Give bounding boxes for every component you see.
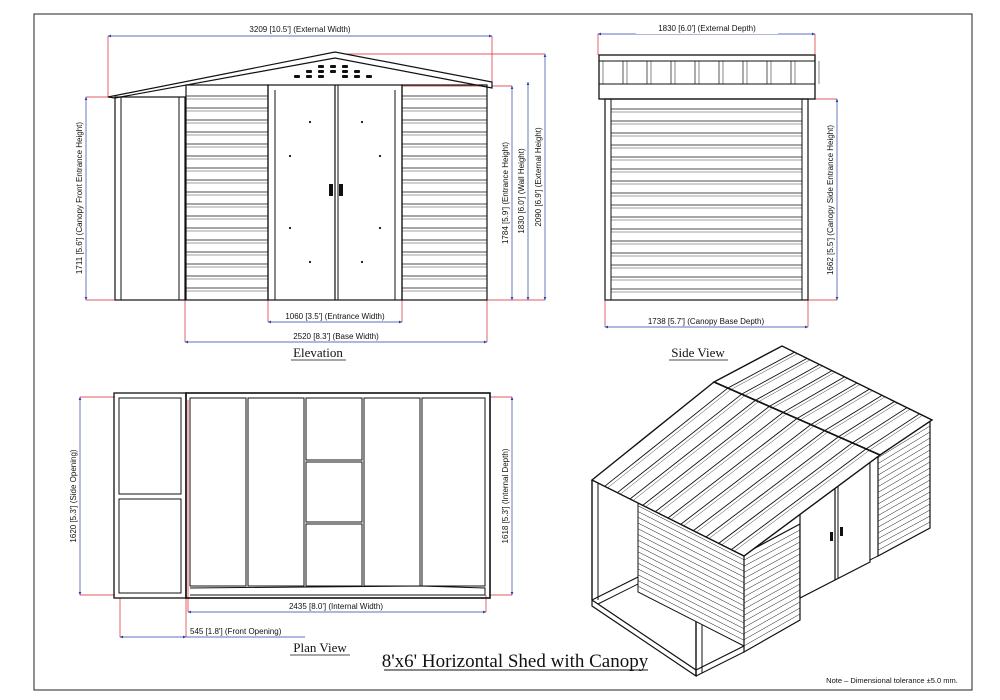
tolerance-note: Note – Dimensional tolerance ±5.0 mm.: [826, 676, 958, 685]
elevation-view: 3209 [10.5'] (External Width) 1060 [3.5'…: [75, 24, 547, 361]
iso-door-handle-icon: [830, 527, 843, 541]
entrance-width-dimension: 1060 [3.5'] (Entrance Width): [285, 312, 385, 321]
entrance-height-dimension: 1784 [5.9'] (Entrance Height): [501, 142, 510, 244]
side-opening-dimension: 1620 [5.3'] (Side Opening): [69, 449, 78, 542]
base-width-dimension: 2520 [8.3'] (Base Width): [293, 332, 379, 341]
external-width-dimension: 3209 [10.5'] (External Width): [249, 25, 350, 34]
external-height-dimension: 2090 [6.9'] (External Height): [534, 127, 543, 227]
wall-height-dimension: 1830 [6.0'] (Wall Height): [517, 148, 526, 234]
elevation-title: Elevation: [293, 345, 343, 360]
canopy-base-depth-dimension: 1738 [5.7'] (Canopy Base Depth): [648, 317, 765, 326]
plan-view-title: Plan View: [293, 640, 347, 655]
roof-vent-icon: [294, 65, 372, 78]
internal-width-dimension: 2435 [8.0'] (Internal Width): [289, 602, 383, 611]
side-view-title: Side View: [671, 345, 725, 360]
canopy-side-height-dimension: 1662 [5.5'] (Canopy Side Entrance Height…: [826, 125, 835, 275]
side-view: 1830 [6.0'] (External Depth) 1738 [5.7']…: [597, 23, 839, 361]
sheet-border: [33, 13, 973, 691]
isometric-view: [590, 345, 934, 678]
door-handle-icon: [329, 184, 343, 196]
internal-depth-dimension: 1618 [5.3'] (Internal Depth): [501, 448, 510, 543]
plan-view: 1620 [5.3'] (Side Opening) 1618 [5.3'] (…: [69, 392, 514, 656]
main-title: 8'x6' Horizontal Shed with Canopy: [382, 651, 649, 672]
external-depth-dimension: 1830 [6.0'] (External Depth): [658, 24, 756, 33]
canopy-front-height-dimension: 1711 [5.6'] (Canopy Front Entrance Heigh…: [75, 122, 84, 274]
front-opening-dimension: 545 [1.8'] (Front Opening): [190, 627, 282, 636]
